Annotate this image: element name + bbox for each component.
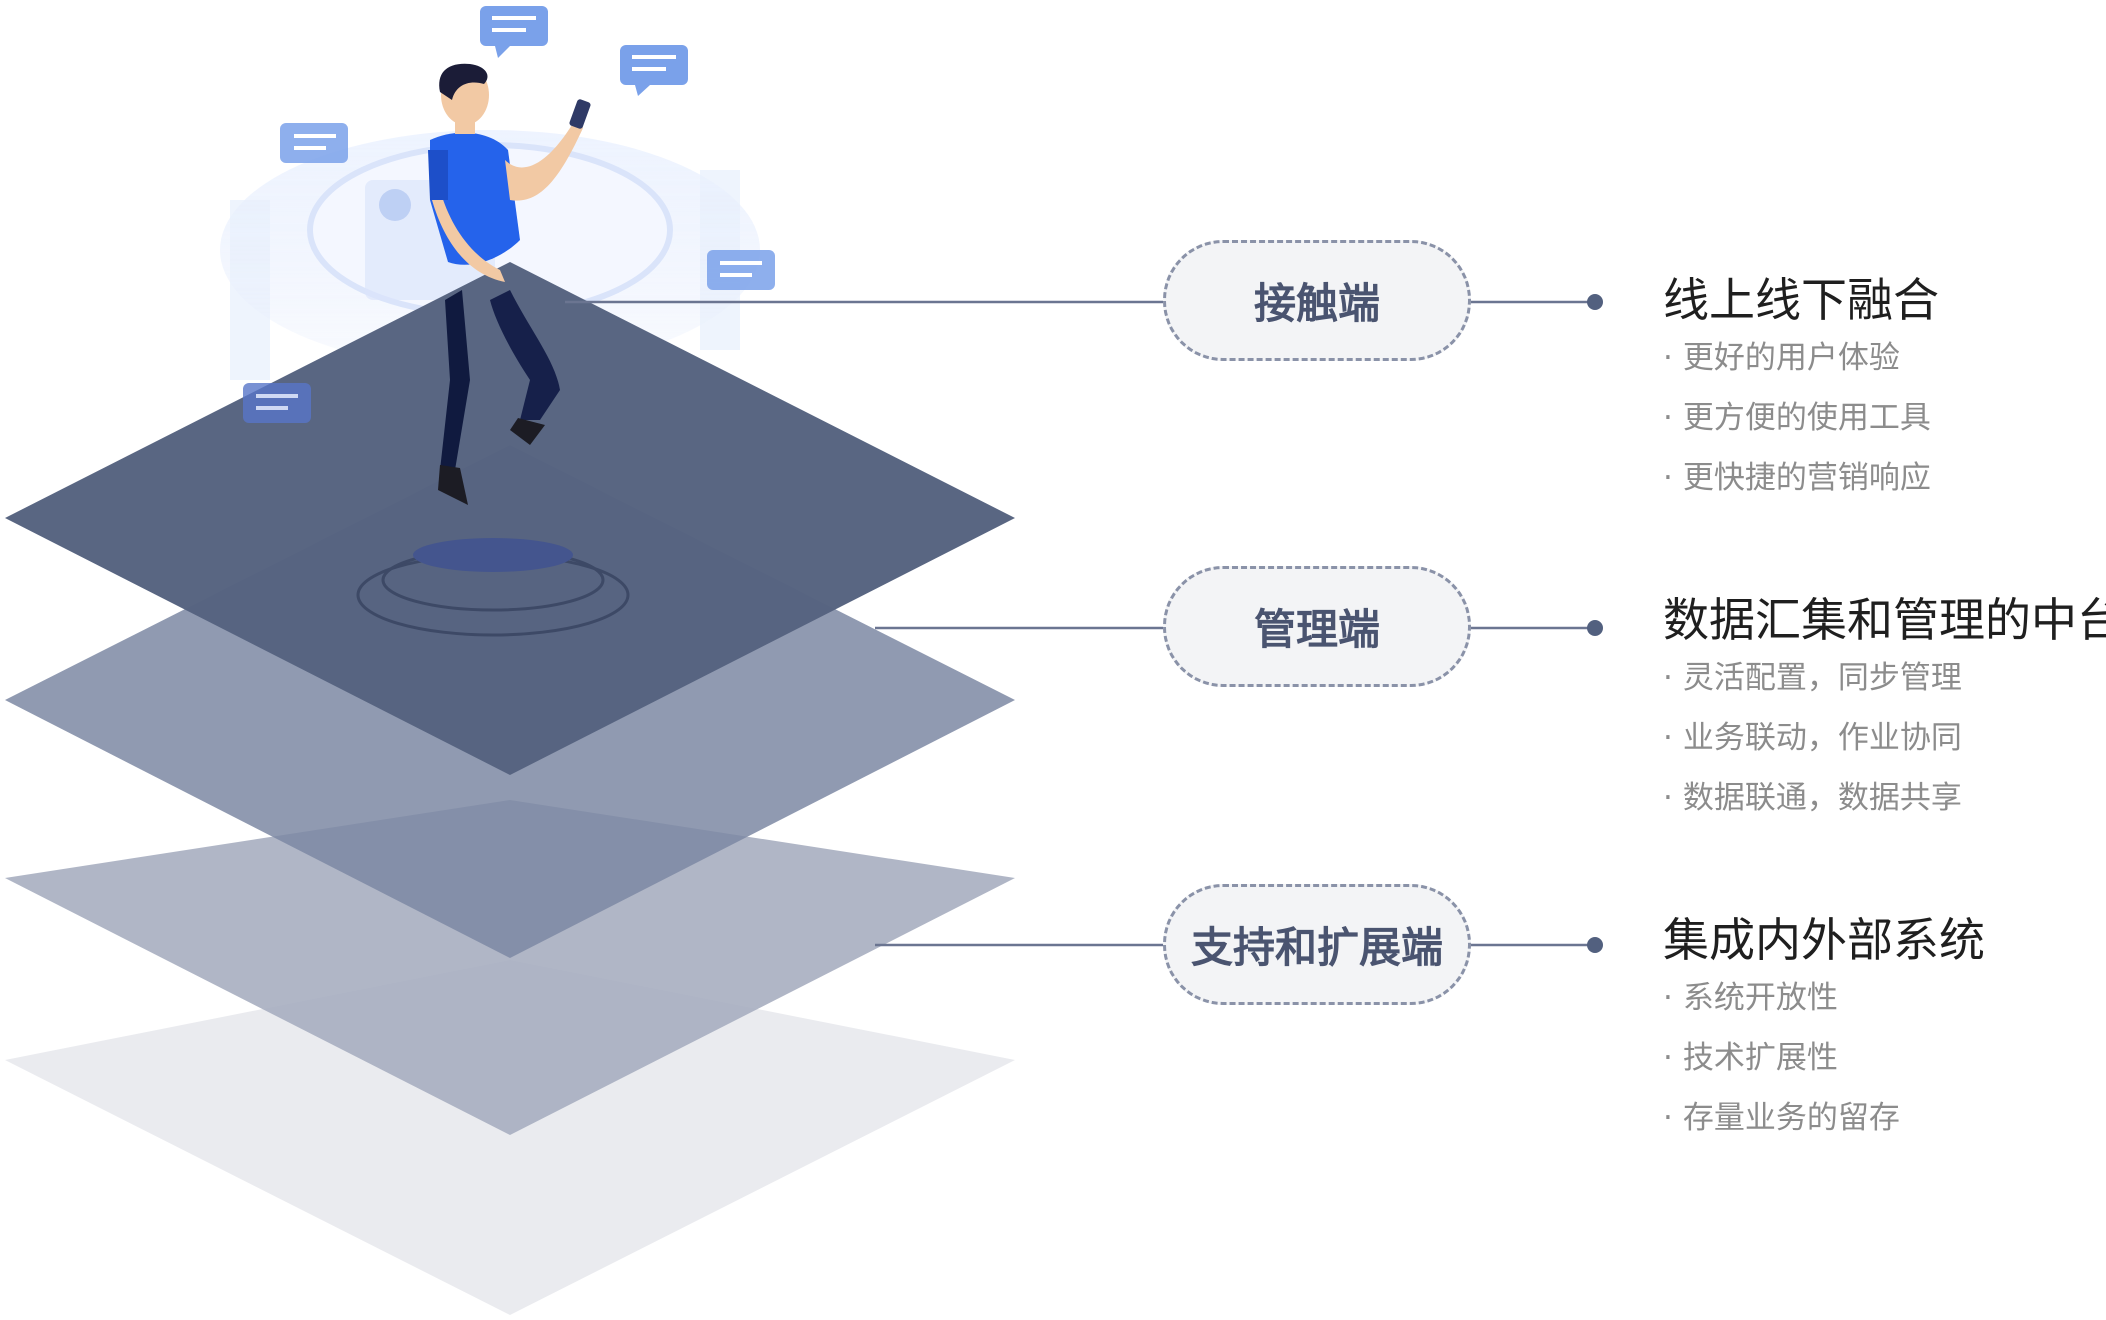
chat-bubble-icon-4 <box>707 250 775 290</box>
background-rings <box>220 130 760 380</box>
list-item: ·更快捷的营销响应 <box>1663 460 1931 496</box>
layer-3 <box>5 800 1015 1135</box>
layer-label-text: 支持和扩展端 <box>1190 923 1443 972</box>
layer-label-touchpoint: 接触端 <box>1163 240 1471 361</box>
chat-bubble-icon-5 <box>243 383 311 423</box>
layer-title: 线上线下融合 <box>1663 273 1939 327</box>
list-item: ·技术扩展性 <box>1663 1040 1838 1076</box>
list-item: ·存量业务的留存 <box>1663 1100 1900 1136</box>
list-item: ·数据联通，数据共享 <box>1663 780 1962 816</box>
connector-lines <box>565 300 1595 947</box>
chat-bubble-icon-3 <box>280 123 348 163</box>
list-item: ·灵活配置，同步管理 <box>1663 660 1962 696</box>
connector-dot <box>1587 294 1603 310</box>
layer-description-touchpoint: 线上线下融合 ·更好的用户体验 ·更方便的使用工具 ·更快捷的营销响应 <box>1663 272 1939 508</box>
list-item: ·更好的用户体验 <box>1663 340 1900 376</box>
layer-label-text: 管理端 <box>1253 605 1380 654</box>
connector-dot <box>1587 620 1603 636</box>
connector-dot <box>1587 937 1603 953</box>
layer-label-text: 接触端 <box>1253 279 1380 328</box>
layer-title: 数据汇集和管理的中台 <box>1663 593 2106 647</box>
layer-title: 集成内外部系统 <box>1663 913 1985 967</box>
layer-label-management: 管理端 <box>1163 566 1471 687</box>
list-item: ·系统开放性 <box>1663 980 1838 1016</box>
layer-label-support-extension: 支持和扩展端 <box>1163 884 1471 1005</box>
platform-rings <box>356 538 630 637</box>
chat-bubble-icon-1 <box>480 6 548 58</box>
layer-bottom <box>5 960 1015 1315</box>
layer-description-support-extension: 集成内外部系统 ·系统开放性 ·技术扩展性 ·存量业务的留存 <box>1663 912 1985 1148</box>
layer-description-management: 数据汇集和管理的中台 ·灵活配置，同步管理 ·业务联动，作业协同 ·数据联通，数… <box>1663 592 2106 828</box>
list-item: ·业务联动，作业协同 <box>1663 720 1962 756</box>
person-figure <box>428 63 591 505</box>
list-item: ·更方便的使用工具 <box>1663 400 1931 436</box>
chat-bubble-icon-2 <box>620 45 688 96</box>
